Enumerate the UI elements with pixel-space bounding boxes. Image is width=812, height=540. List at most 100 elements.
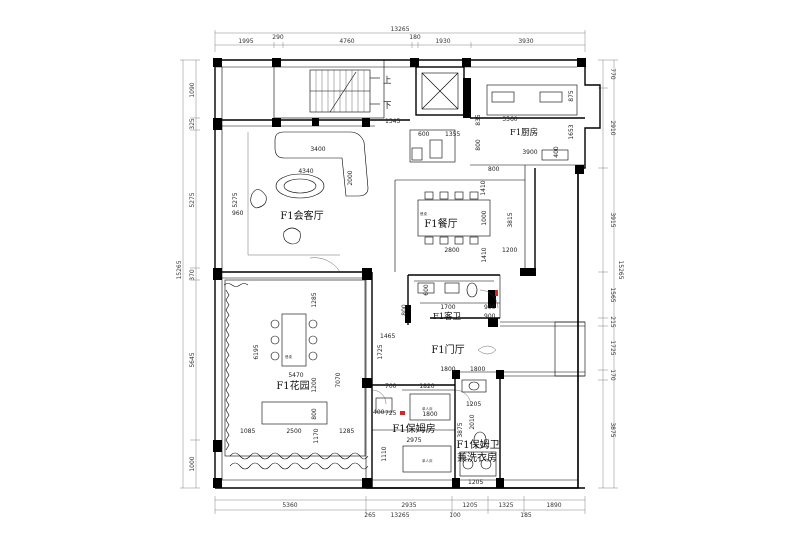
- dim-kitchen-w: 3560: [502, 116, 517, 123]
- nanny-bed-tag: 单人床: [422, 406, 433, 411]
- dim-left-5: 5645: [189, 352, 196, 367]
- dim-nanny-wc-r: 3875: [457, 422, 464, 437]
- dim-living-gap: 960: [232, 210, 244, 217]
- dim-garden-bench: 2500: [286, 428, 301, 435]
- dim-top-5: 1930: [435, 38, 450, 45]
- dim-table-h: 1000: [481, 210, 488, 225]
- dining-table-tag: 餐桌: [420, 211, 428, 216]
- dim-right-total: 15265: [617, 260, 624, 279]
- dim-w900b: 900: [484, 313, 496, 320]
- dim-w1800b: 1800: [422, 411, 437, 418]
- dim-bottom-5: 1890: [546, 502, 561, 509]
- dim-wc-w: 1700: [440, 304, 455, 311]
- dim-w1820: 1820: [419, 383, 434, 390]
- dim-nanny-w: 2975: [406, 437, 421, 444]
- dim-bottom-1: 5360: [282, 502, 297, 509]
- nanny-wc-fixtures: [459, 379, 497, 477]
- dim-bottom-sub-1: 265: [364, 512, 376, 519]
- dimension-lines: [180, 30, 618, 514]
- dim-garden-l: 1085: [240, 428, 255, 435]
- dim-w1465: 1465: [380, 333, 395, 340]
- marker-red-2: [495, 290, 498, 296]
- dim-left-6: 1000: [189, 456, 196, 471]
- dim-living-h: 5275: [232, 192, 239, 207]
- dim-bottom-sub-2: 100: [449, 512, 461, 519]
- dim-w800b: 800: [488, 166, 500, 173]
- dim-nanny-wc-b: 1205: [468, 479, 483, 486]
- dim-top-total: 13265: [390, 26, 409, 33]
- dim-left-2: 325: [189, 118, 196, 130]
- dim-nanny-wc-a: 2010: [469, 414, 476, 429]
- dim-w600b: 600: [423, 284, 430, 296]
- dim-w1725: 1725: [377, 344, 384, 359]
- room-nanny-wc: F1保姆卫: [456, 438, 499, 451]
- dim-top-4: 180: [409, 34, 421, 41]
- garden-planting: [223, 279, 369, 470]
- dim-bottom-3: 1205: [462, 502, 477, 509]
- marker-red-1: [400, 411, 405, 415]
- dim-w835: 835: [475, 114, 482, 126]
- dim-right-3: 3915: [609, 212, 616, 227]
- dim-bottom-total: 13265: [390, 512, 409, 519]
- dim-garden-c: 1200: [311, 377, 318, 392]
- dim-bench-h: 800: [311, 408, 318, 420]
- dim-wc-top: 1355: [445, 131, 460, 138]
- dim-garden-w: 5470: [288, 372, 303, 379]
- living-furniture: [247, 131, 369, 256]
- dim-top-1: 1995: [238, 38, 253, 45]
- dim-w725: 725: [385, 410, 397, 417]
- room-living: F1会客厅: [280, 209, 323, 222]
- garden-table-tag: 餐桌: [285, 354, 293, 359]
- dim-w700: 700: [385, 383, 397, 390]
- dim-dining-top: 1410: [480, 180, 487, 195]
- dim-w600a: 600: [418, 131, 430, 138]
- dim-corridor: 1345: [385, 118, 400, 125]
- staircase: [309, 69, 380, 113]
- dim-left-4: 370: [189, 269, 196, 281]
- room-garden: F1花园: [276, 379, 309, 392]
- room-laundry: 兼洗衣房: [457, 451, 497, 464]
- dim-kitchen-d: 3900: [522, 149, 537, 156]
- nanny-room-furniture: [375, 393, 452, 473]
- dim-sofa-d: 2000: [347, 170, 354, 185]
- room-foyer: F1门厅: [431, 343, 464, 356]
- dim-foyer-w: 1800: [440, 366, 455, 373]
- dim-dining-r: 1200: [502, 247, 517, 254]
- dim-garden-top: 1285: [311, 292, 318, 307]
- kitchen-fixtures: [491, 91, 563, 103]
- dim-top-2: 290: [272, 34, 284, 41]
- dim-w400b: 400: [373, 409, 385, 416]
- door-swings: [309, 257, 499, 407]
- dim-left-total: 15265: [176, 260, 183, 279]
- dim-w400: 400: [553, 146, 560, 158]
- dim-garden-h2: 7070: [335, 372, 342, 387]
- dim-right-6: 1725: [609, 340, 616, 355]
- dim-dining-w: 2800: [444, 247, 459, 254]
- room-guest-wc: F1客卫: [433, 311, 462, 322]
- dim-left-1: 1090: [189, 82, 196, 97]
- dim-garden-h: 6195: [253, 344, 260, 359]
- nanny-bed-tag-2: 单人床: [422, 458, 433, 463]
- dim-w900a: 900: [484, 304, 496, 311]
- dim-w875: 875: [568, 90, 575, 102]
- foyer-rug-icon: [477, 345, 497, 355]
- dim-w800c: 800: [401, 304, 408, 316]
- guest-wc-fixtures: [417, 282, 500, 304]
- stair-up-label: 上: [383, 76, 392, 86]
- room-kitchen: F1厨房: [510, 127, 538, 138]
- dim-left-3: 5275: [189, 192, 196, 207]
- dim-bottom-2: 2935: [401, 502, 416, 509]
- dim-w1800c: 1800: [470, 366, 485, 373]
- dining-furniture: [417, 191, 491, 245]
- dim-bottom-4: 1325: [498, 502, 513, 509]
- dim-garden-c2: 1170: [313, 428, 320, 443]
- dim-right-4: 1565: [609, 287, 616, 302]
- stair-down-label: 下: [383, 101, 392, 111]
- small-wc-fixtures: [409, 129, 569, 163]
- dim-right-7: 170: [609, 369, 616, 381]
- dim-dining-h: 3815: [507, 212, 514, 227]
- dim-garden-r: 1285: [339, 428, 354, 435]
- dim-top-6: 3930: [518, 38, 533, 45]
- room-dining: F1餐厅: [424, 217, 457, 230]
